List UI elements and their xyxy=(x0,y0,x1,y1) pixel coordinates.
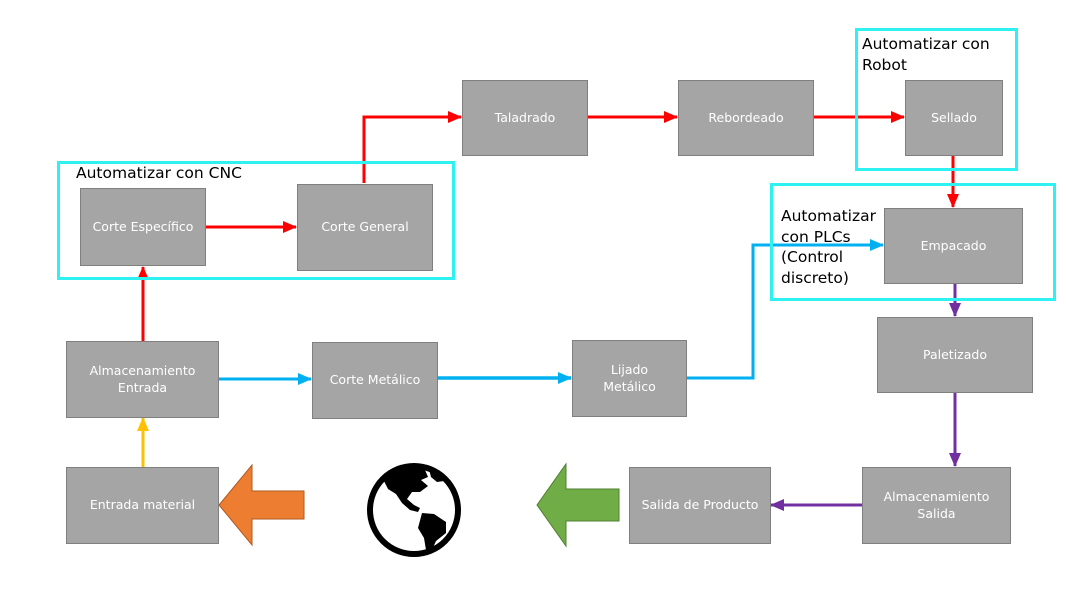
node-label: Lijado Metálico xyxy=(603,361,656,394)
group-automatizar-cnc xyxy=(57,161,455,280)
group-automatizar-plc xyxy=(770,183,1056,301)
node-salida-producto[interactable]: Salida de Producto xyxy=(629,467,771,544)
node-almacenamiento-entrada[interactable]: Almacenamiento Entrada xyxy=(66,341,219,418)
group-automatizar-robot xyxy=(855,28,1018,171)
node-corte-general[interactable]: Corte General xyxy=(297,184,433,271)
node-label: Sellado xyxy=(931,109,977,125)
node-almacenamiento-salida[interactable]: Almacenamiento Salida xyxy=(862,467,1011,544)
node-label: Rebordeado xyxy=(708,109,784,125)
node-taladrado[interactable]: Taladrado xyxy=(462,80,588,156)
node-rebordeado[interactable]: Rebordeado xyxy=(678,80,814,156)
node-label: Empacado xyxy=(920,237,987,253)
node-label: Almacenamiento Entrada xyxy=(89,362,196,395)
node-lijado-metalico[interactable]: Lijado Metálico xyxy=(572,340,687,417)
node-sellado[interactable]: Sellado xyxy=(905,80,1003,156)
arrow-lijado-to-empacado xyxy=(686,239,884,380)
node-label: Almacenamiento Salida xyxy=(883,488,990,521)
node-empacado[interactable]: Empacado xyxy=(884,208,1023,284)
node-label: Corte General xyxy=(321,219,409,235)
node-label: Corte Específico xyxy=(92,218,194,234)
node-label: Taladrado xyxy=(494,109,556,125)
node-label: Salida de Producto xyxy=(641,497,759,513)
node-paletizado[interactable]: Paletizado xyxy=(877,317,1033,393)
node-entrada-material[interactable]: Entrada material xyxy=(66,467,219,544)
block-arrow-green xyxy=(536,462,620,548)
node-corte-especifico[interactable]: Corte Específico xyxy=(80,188,206,266)
group-label-cnc: Automatizar con CNC xyxy=(76,164,242,182)
globe-americas-icon xyxy=(367,463,461,557)
block-arrow-orange xyxy=(218,463,305,547)
group-label-plc: Automatizar con PLCs (Control discreto) xyxy=(781,207,876,287)
node-label: Paletizado xyxy=(923,346,987,362)
node-label: Entrada material xyxy=(89,497,196,513)
node-label: Corte Metálico xyxy=(329,372,421,388)
group-label-robot: Automatizar con Robot xyxy=(862,35,990,74)
node-corte-metalico[interactable]: Corte Metálico xyxy=(312,342,438,419)
